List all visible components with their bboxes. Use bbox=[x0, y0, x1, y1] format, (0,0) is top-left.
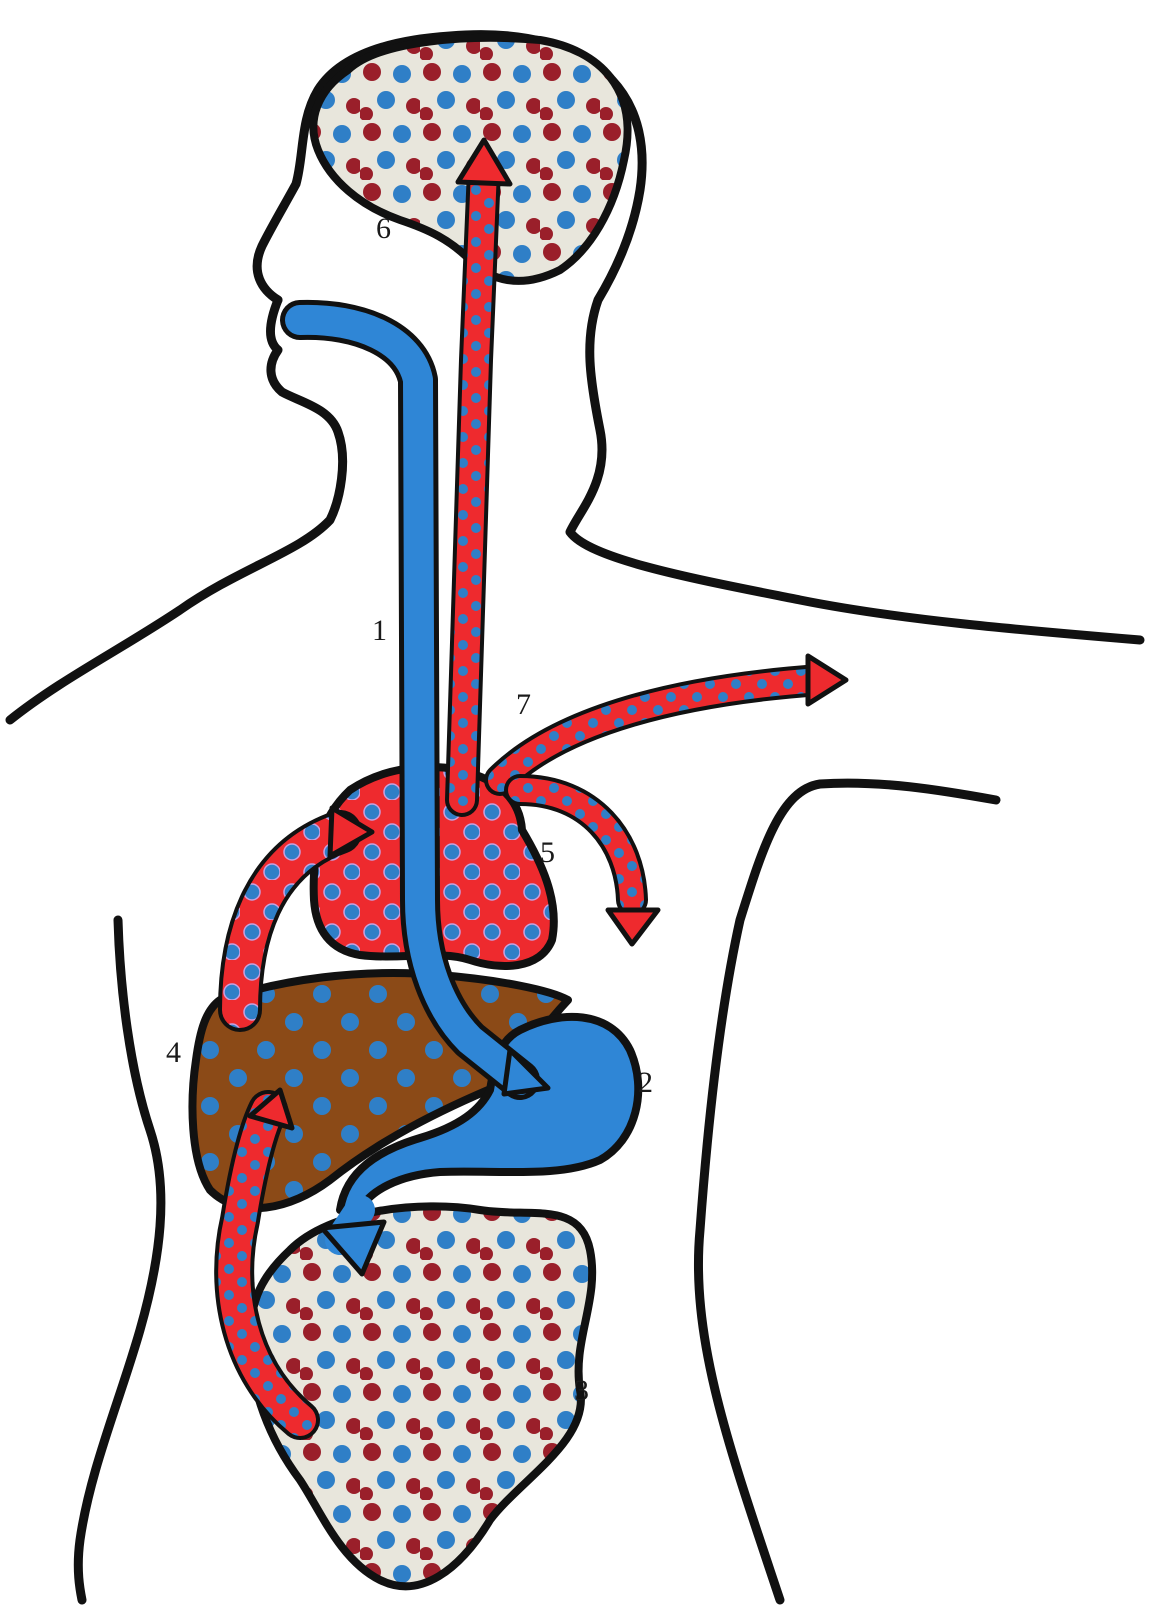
label-4: 4 bbox=[166, 1036, 181, 1069]
label-2: 2 bbox=[638, 1066, 653, 1099]
label-5: 5 bbox=[540, 836, 555, 869]
label-3: 3 bbox=[574, 1374, 589, 1407]
label-1: 1 bbox=[372, 614, 387, 647]
label-6: 6 bbox=[376, 212, 391, 245]
label-7: 7 bbox=[516, 688, 531, 721]
red-flow-to-arm bbox=[500, 656, 846, 780]
